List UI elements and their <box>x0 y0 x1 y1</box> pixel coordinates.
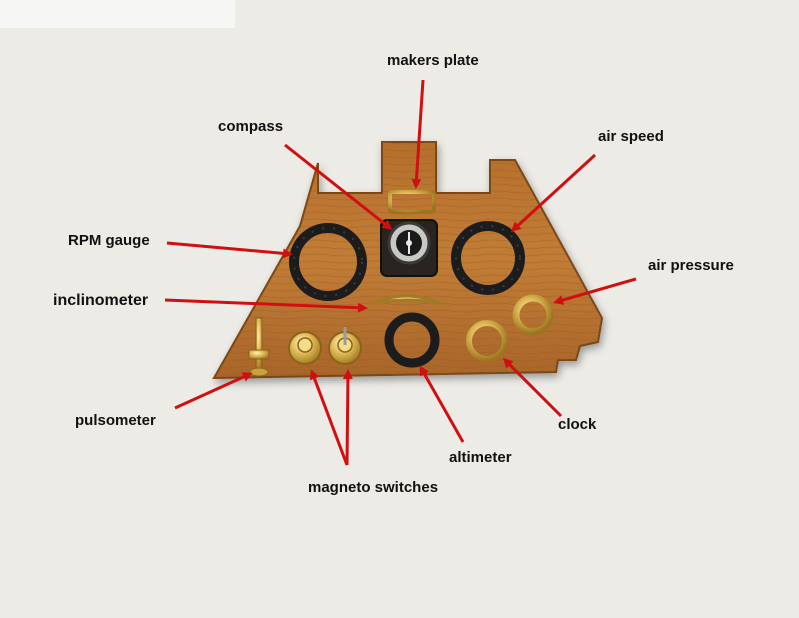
callout-arrows <box>164 79 637 466</box>
pulsometer-arrow <box>174 372 253 410</box>
altimeter-arrow <box>419 365 465 443</box>
label-air-pressure: air pressure <box>648 257 734 274</box>
magneto-switches-arrow-left <box>309 369 349 466</box>
clock-arrow <box>502 357 563 418</box>
makers-plate-arrow <box>411 79 425 189</box>
rpm-gauge-arrow <box>166 241 293 259</box>
label-inclinometer: inclinometer <box>53 292 149 309</box>
label-pulsometer: pulsometer <box>75 412 156 429</box>
air-pressure-arrow <box>553 277 637 305</box>
label-rpm-gauge: RPM gauge <box>68 232 150 249</box>
light-strip <box>0 0 235 28</box>
label-makers-plate: makers plate <box>387 52 479 69</box>
magneto-switches-part <box>288 327 362 365</box>
rpm-gauge-part <box>289 223 367 301</box>
pulsometer-part <box>248 317 270 377</box>
label-air-speed: air speed <box>598 128 664 145</box>
label-compass: compass <box>218 118 284 135</box>
label-altimeter: altimeter <box>449 449 512 466</box>
air-speed-part <box>451 221 525 295</box>
label-magneto-switches: magneto switches <box>308 479 439 496</box>
air-speed-arrow <box>510 153 597 233</box>
inclinometer-arrow <box>164 298 368 313</box>
label-clock: clock <box>558 416 597 433</box>
compass-part <box>380 219 438 277</box>
makers-plate-part <box>388 190 436 214</box>
inclinometer-part <box>371 294 443 306</box>
clock-part <box>466 320 508 362</box>
magneto-switches-arrow-right <box>342 369 353 466</box>
altimeter-part <box>384 312 440 368</box>
air-pressure-part <box>512 294 554 336</box>
compass-arrow <box>284 143 393 230</box>
